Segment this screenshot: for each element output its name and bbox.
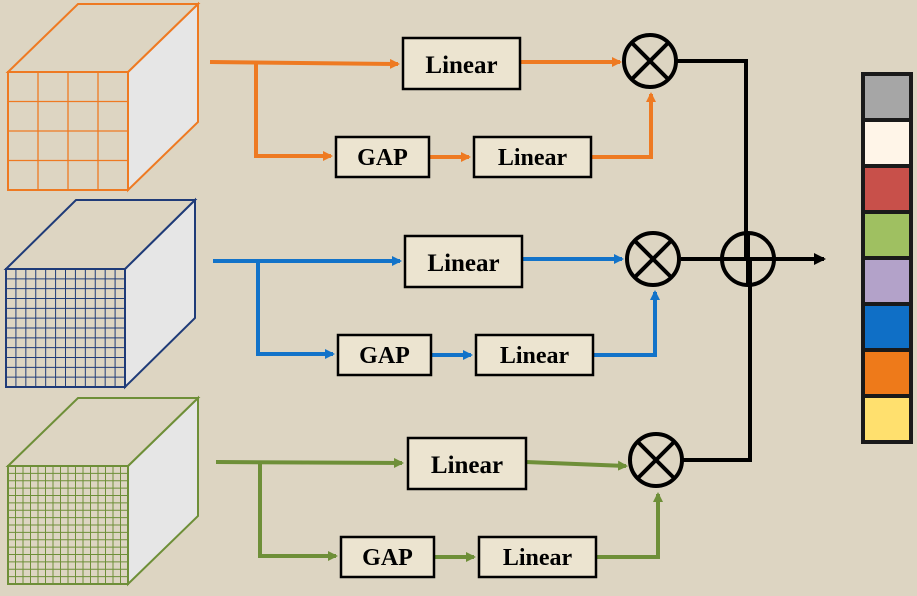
arrow-green-to-linear-top — [215, 457, 404, 468]
arrow-green-to-gap — [258, 462, 338, 561]
output-stack-cell — [865, 168, 909, 210]
box-linear-orange-top: Linear — [401, 36, 522, 91]
box-linear-orange-bottom: Linear — [472, 135, 593, 179]
output-stack-cell — [865, 306, 909, 348]
cube-grid-green — [8, 466, 128, 584]
merge-lines — [677, 59, 826, 462]
box-linear-green-top: Linear — [406, 436, 528, 491]
box-gap-orange: GAP — [334, 135, 431, 179]
arrow-orange-to-linear-top — [209, 58, 400, 69]
output-feature-stack — [861, 72, 913, 444]
cube-grid-blue — [6, 269, 125, 387]
output-stack-cell — [865, 122, 909, 164]
cube-green — [5, 395, 201, 587]
arrow-orange-to-gap — [254, 62, 333, 161]
add-icon — [720, 231, 776, 287]
arrow-green-linear-to-multiply-bottom — [596, 492, 663, 559]
box-gap-green: GAP — [339, 535, 436, 579]
label-gap: GAP — [362, 545, 413, 571]
label-linear: Linear — [427, 250, 499, 277]
multiply-icon — [625, 231, 681, 287]
branch-orange — [209, 57, 656, 162]
branch-blue — [213, 254, 660, 360]
box-linear-green-bottom: Linear — [477, 535, 598, 579]
output-stack-cell — [865, 398, 909, 440]
box-gap-blue: GAP — [336, 333, 433, 377]
output-stack-cell — [865, 352, 909, 394]
arrow-blue-linear-to-multiply-bottom — [593, 290, 660, 357]
arrow-blue-to-gap — [256, 261, 335, 359]
arrow-orange-linear-to-multiply-bottom — [591, 92, 656, 159]
multiply-icon — [628, 432, 684, 488]
label-linear: Linear — [431, 452, 503, 479]
branch-green — [215, 457, 663, 562]
label-linear: Linear — [425, 52, 497, 79]
cube-grid-orange — [8, 72, 128, 190]
multiply-icon — [622, 33, 678, 89]
label-linear: Linear — [498, 145, 568, 171]
label-linear: Linear — [500, 343, 570, 369]
output-stack-cell — [865, 260, 909, 302]
cube-blue — [3, 197, 198, 390]
output-stack-cell — [865, 214, 909, 256]
box-linear-blue-bottom: Linear — [474, 333, 595, 377]
box-linear-blue-top: Linear — [403, 234, 524, 289]
output-stack-cell — [865, 76, 909, 118]
cube-orange — [5, 1, 201, 193]
arrow-green-linear-to-multiply — [525, 460, 628, 471]
label-gap: GAP — [359, 343, 410, 369]
label-gap: GAP — [357, 145, 408, 171]
label-linear: Linear — [503, 545, 573, 571]
